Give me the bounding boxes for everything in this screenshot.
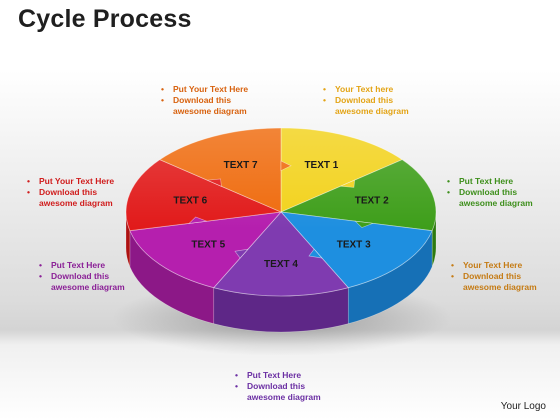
- note-low-left-line2: Download this awesome diagram: [38, 271, 138, 293]
- note-top-left-line2: Download this awesome diagram: [160, 95, 270, 117]
- note-top-right: Your Text here Download this awesome dia…: [322, 84, 422, 117]
- note-top-right-line2: Download this awesome diagram: [322, 95, 422, 117]
- note-low-right: Your Text Here Download this awesome dia…: [450, 260, 550, 293]
- segment-label-6: TEXT 6: [173, 195, 207, 206]
- segment-label-7: TEXT 7: [224, 160, 258, 171]
- page-title: Cycle Process: [18, 5, 192, 33]
- note-mid-left: Put Your Text Here Download this awesome…: [26, 176, 126, 209]
- segment-label-5: TEXT 5: [191, 240, 225, 251]
- pie-gloss: [126, 128, 436, 296]
- note-bottom-line1: Put Text Here: [234, 370, 334, 381]
- note-mid-right: Put Text Here Download this awesome diag…: [446, 176, 546, 209]
- note-top-left-line1: Put Your Text Here: [160, 84, 270, 95]
- note-mid-left-line2: Download this awesome diagram: [26, 187, 126, 209]
- segment-label-1: TEXT 1: [304, 160, 338, 171]
- segment-label-2: TEXT 2: [355, 195, 389, 206]
- note-bottom-line2: Download this awesome diagram: [234, 381, 334, 403]
- note-mid-right-line2: Download this awesome diagram: [446, 187, 546, 209]
- segment-labels: TEXT 1 TEXT 2 TEXT 3 TEXT 4 TEXT 5 TEXT 6 TEXT…: [173, 160, 389, 270]
- note-bottom: Put Text Here Download this awesome diag…: [234, 370, 334, 403]
- note-top-left: Put Your Text Here Download this awesome…: [160, 84, 270, 117]
- segment-label-3: TEXT 3: [337, 240, 371, 251]
- note-low-left-line1: Put Text Here: [38, 260, 138, 271]
- note-low-right-line1: Your Text Here: [450, 260, 550, 271]
- note-top-right-line1: Your Text here: [322, 84, 422, 95]
- note-low-left: Put Text Here Download this awesome diag…: [38, 260, 138, 293]
- logo-text: Your Logo: [500, 401, 546, 412]
- note-mid-right-line1: Put Text Here: [446, 176, 546, 187]
- note-mid-left-line1: Put Your Text Here: [26, 176, 126, 187]
- note-low-right-line2: Download this awesome diagram: [450, 271, 550, 293]
- segment-label-4: TEXT 4: [264, 259, 298, 270]
